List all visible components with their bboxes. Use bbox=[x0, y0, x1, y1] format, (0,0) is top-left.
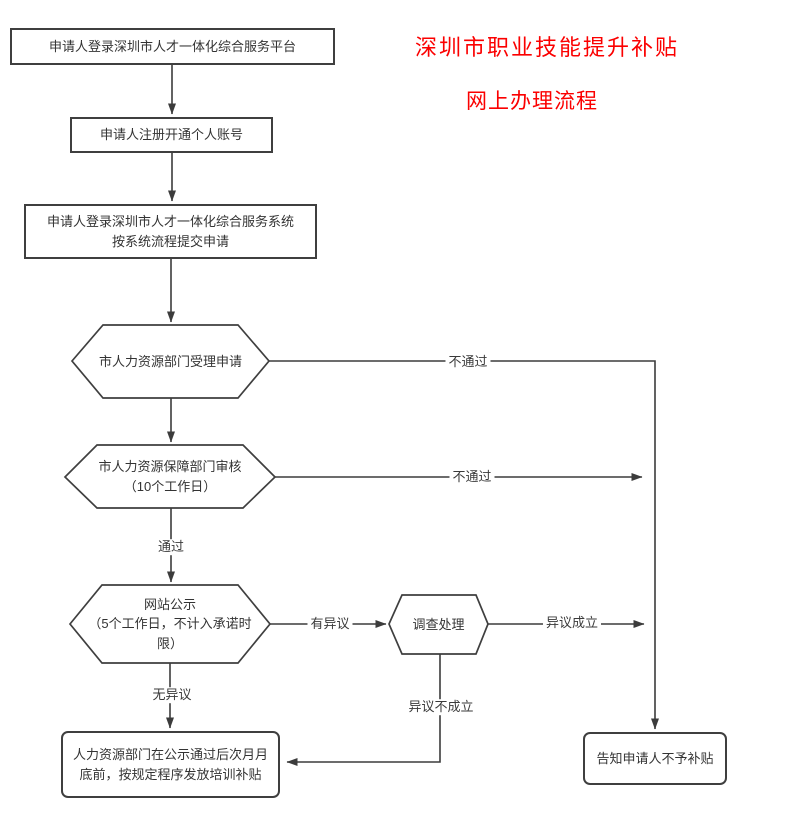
edge-label-objection: 有异议 bbox=[307, 616, 353, 632]
edge-label-pass: 通过 bbox=[154, 539, 188, 555]
node-deny-subsidy: 告知申请人不予补贴 bbox=[583, 732, 727, 785]
edge-label-fail-2: 不通过 bbox=[449, 469, 495, 485]
node-login-submit: 申请人登录深圳市人才一体化综合服务系统 按系统流程提交申请 bbox=[24, 204, 317, 259]
connector-accept-fail-to-deny bbox=[269, 360, 659, 730]
node-login-platform: 申请人登录深圳市人才一体化综合服务平台 bbox=[10, 28, 335, 65]
node-publicity: 网站公示 （5个工作日，不计入承诺时 限） bbox=[88, 596, 252, 651]
edge-label-fail-1: 不通过 bbox=[445, 354, 491, 370]
node-review: 市人力资源保障部门审核 （10个工作日） bbox=[98, 459, 242, 494]
page-title: 深圳市职业技能提升补贴 bbox=[415, 35, 680, 60]
edge-label-no-objection: 无异议 bbox=[149, 687, 195, 703]
node-investigate: 调查处理 bbox=[412, 616, 465, 632]
edge-label-objection-rejected: 异议不成立 bbox=[405, 699, 477, 715]
page-subtitle: 网上办理流程 bbox=[466, 90, 598, 113]
node-accept-application: 市人力资源部门受理申请 bbox=[98, 353, 242, 369]
node-grant-subsidy: 人力资源部门在公示通过后次月月 底前，按规定程序发放培训补贴 bbox=[61, 731, 280, 798]
connector-investigate-rejected-to-grant bbox=[286, 654, 441, 766]
edge-label-objection-upheld: 异议成立 bbox=[542, 615, 602, 631]
node-register-account: 申请人注册开通个人账号 bbox=[70, 117, 273, 153]
